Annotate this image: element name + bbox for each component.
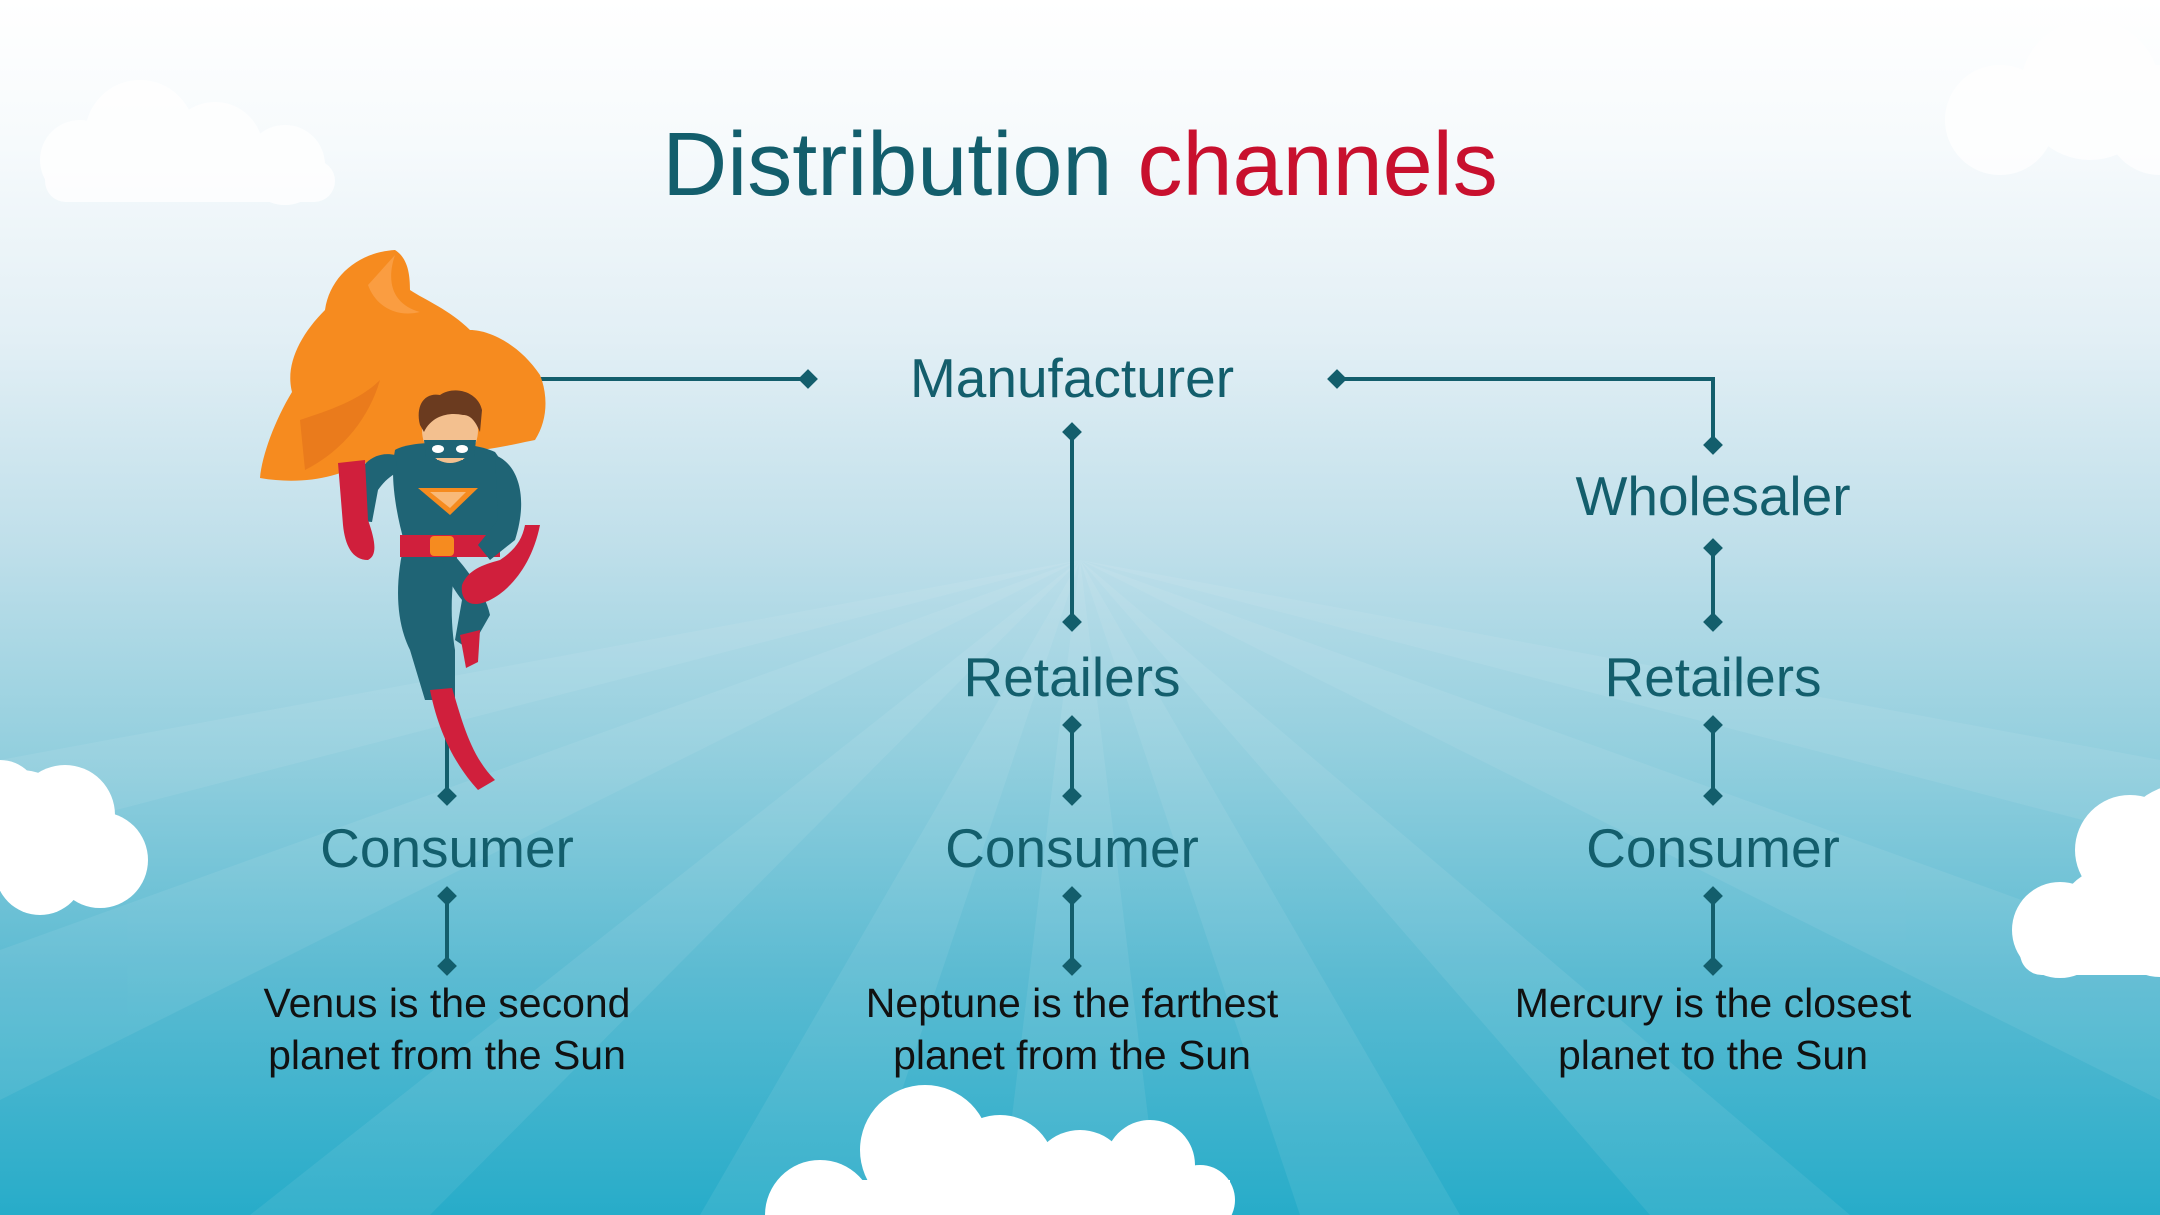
node-manufacturer: Manufacturer [909, 347, 1235, 409]
hero-body [338, 390, 540, 790]
cloud-top-right [1945, 20, 2160, 175]
connector-manufacturer-wholesaler [1337, 377, 1715, 445]
node-retailers-right: Retailers [1604, 646, 1822, 708]
title-main: Distribution [662, 115, 1113, 215]
description-right-line1: Mercury is the closest [1514, 980, 1912, 1026]
node-consumer-center: Consumer [945, 817, 1199, 879]
cloud-right [2012, 788, 2160, 978]
cloud-top-left [40, 80, 335, 205]
title-accent: channels [1137, 115, 1498, 215]
node-consumer-left: Consumer [320, 817, 574, 879]
sun-rays [0, 560, 2160, 1215]
description-center-line1: Neptune is the farthest [865, 980, 1279, 1026]
description-left: Venus is the second planet from the Sun [167, 977, 727, 1081]
description-right-line2: planet to the Sun [1557, 1032, 1869, 1078]
cloud-bottom [765, 1085, 1235, 1215]
connector-dots [437, 369, 1723, 976]
description-center-line2: planet from the Sun [893, 1032, 1251, 1078]
node-consumer-right: Consumer [1586, 817, 1840, 879]
description-center: Neptune is the farthest planet from the … [792, 977, 1352, 1081]
description-left-line1: Venus is the second [263, 980, 631, 1026]
description-right: Mercury is the closest planet to the Sun [1433, 977, 1993, 1081]
cloud-left [0, 760, 148, 915]
description-left-line2: planet from the Sun [268, 1032, 626, 1078]
node-retailers-center: Retailers [963, 646, 1181, 708]
node-wholesaler: Wholesaler [1575, 465, 1851, 527]
slide-title: Distribution channels [0, 110, 2160, 220]
